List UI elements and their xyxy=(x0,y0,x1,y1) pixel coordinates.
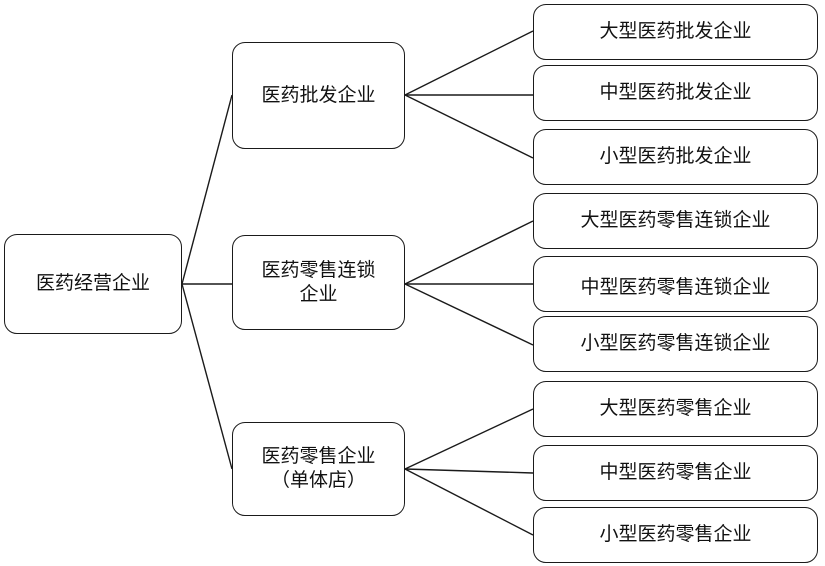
leaf-node-small-wholesale: 小型医药批发企业 xyxy=(533,129,818,185)
leaf-node-small-retail: 小型医药零售企业 xyxy=(533,507,818,563)
connector-l1-2-l2-2 xyxy=(404,468,534,536)
connector-l1-1-l2-0 xyxy=(404,220,534,285)
connector-l1-2-l2-0 xyxy=(404,408,534,470)
leaf-node-large-retail: 大型医药零售企业 xyxy=(533,381,818,437)
leaf-node-small-retail-chain: 小型医药零售连锁企业 xyxy=(533,316,818,372)
leaf-node-medium-retail-chain: 中型医药零售连锁企业 xyxy=(533,256,818,312)
leaf-node-large-retail-chain: 大型医药零售连锁企业 xyxy=(533,193,818,249)
leaf-node-large-wholesale: 大型医药批发企业 xyxy=(533,4,818,60)
connector-l1-0-l2-2 xyxy=(404,94,534,159)
connector-l1-0-l2-0 xyxy=(404,30,534,96)
category-node-retail-chain: 医药零售连锁 企业 xyxy=(232,235,405,330)
connector-root-l1-2 xyxy=(181,283,233,470)
root-node: 医药经营企业 xyxy=(4,234,182,334)
category-node-retail-single-store: 医药零售企业 （单体店） xyxy=(232,422,405,516)
connector-root-l1-0 xyxy=(181,94,233,285)
connector-l1-1-l2-2 xyxy=(404,283,534,346)
leaf-node-medium-retail: 中型医药零售企业 xyxy=(533,445,818,501)
leaf-node-medium-wholesale: 中型医药批发企业 xyxy=(533,65,818,121)
category-node-wholesale: 医药批发企业 xyxy=(232,42,405,149)
connector-l1-2-l2-1 xyxy=(404,468,534,474)
